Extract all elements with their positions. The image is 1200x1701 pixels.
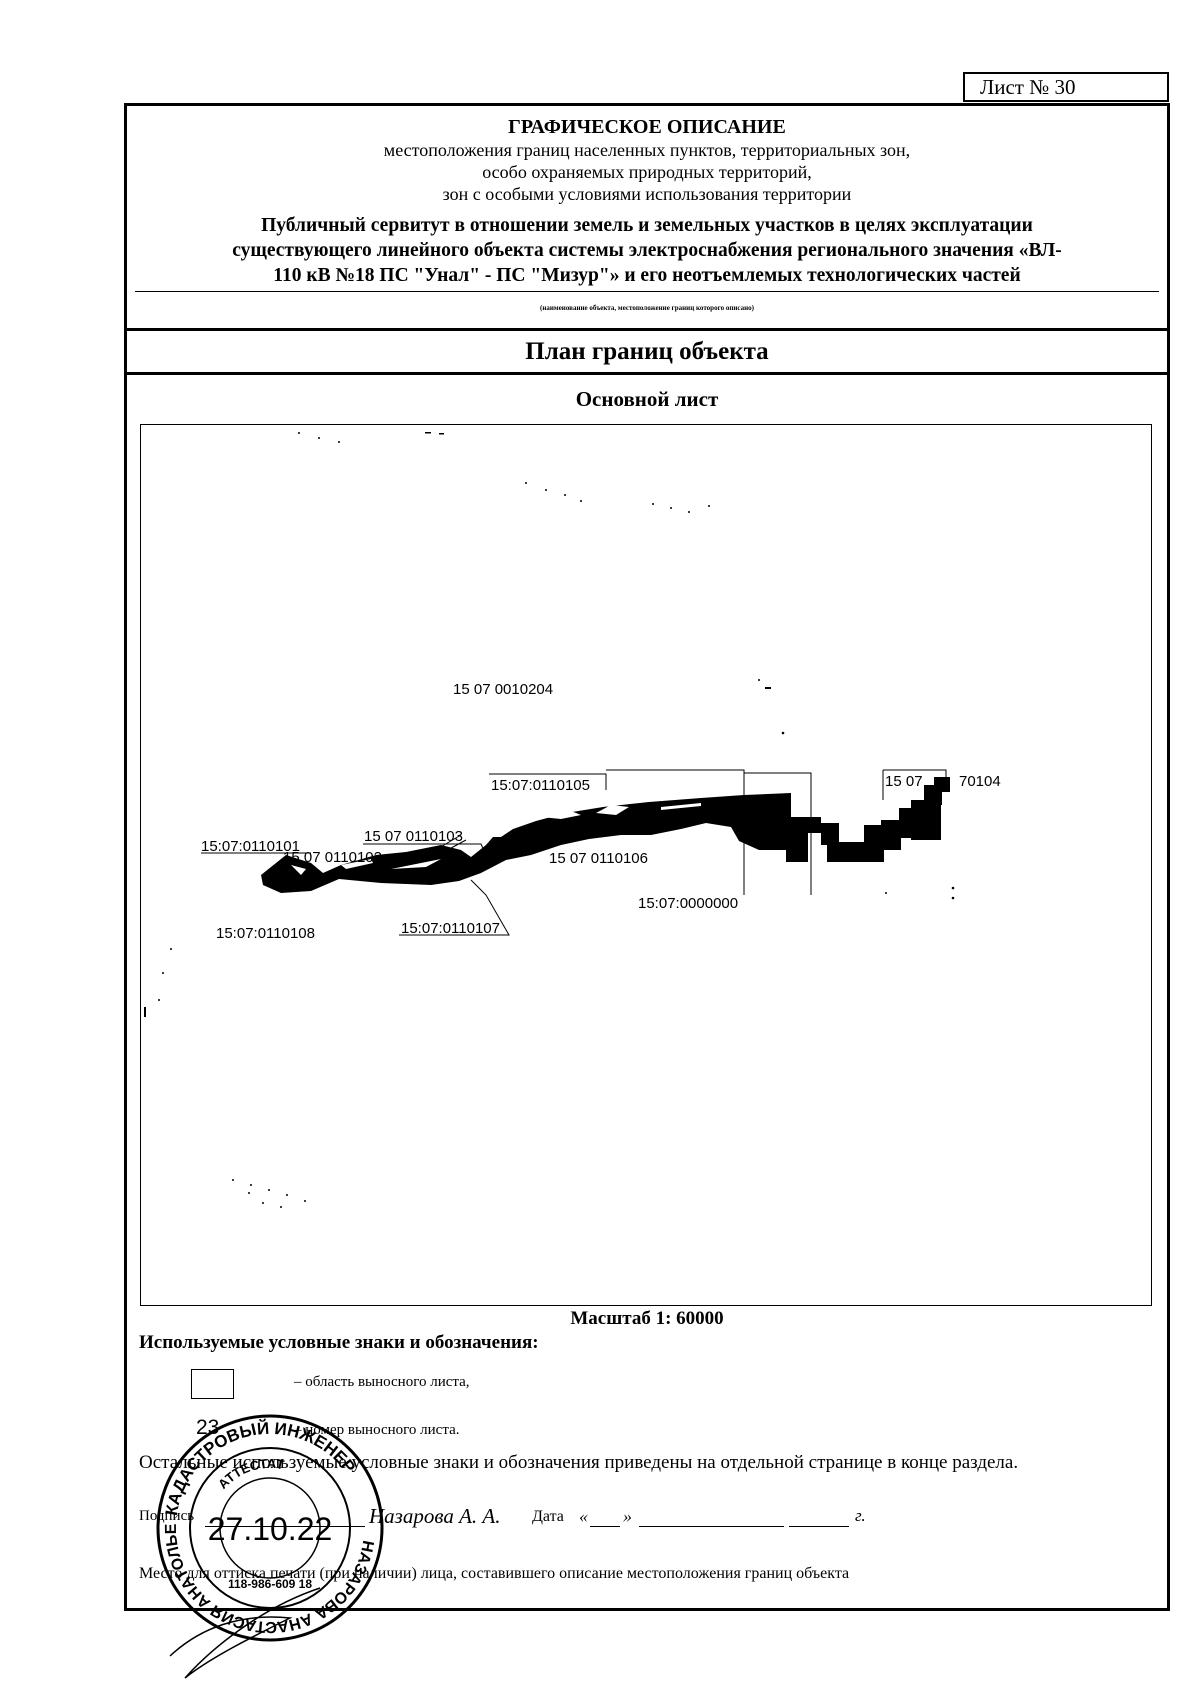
legend-box-desc: – область выносного листа,: [294, 1374, 470, 1390]
object-line-2: существующего линейного объекта системы …: [232, 240, 1062, 261]
signature-label: Подпись: [139, 1508, 195, 1524]
stamp-date: 27.10.22: [208, 1511, 333, 1547]
subtitle-line-2: особо охраняемых природных территорий,: [482, 162, 812, 182]
date-day-line: [590, 1526, 620, 1527]
main-sheet-label: Основной лист: [575, 387, 719, 411]
map-drawing: [144, 432, 955, 1208]
map-specks: [144, 432, 955, 1208]
legend-number-sample: 23: [196, 1416, 220, 1439]
plan-title: План границ объекта: [525, 338, 769, 365]
stamp-graphic: КАДАСТРОВЫЙ ИНЖЕНЕР НАЗАРОВА АНАСТАСИЯ А…: [144, 1375, 384, 1679]
sheet-number: Лист № 30: [963, 72, 1169, 102]
subtitle-line-1: местоположения границ населенных пунктов…: [383, 140, 911, 160]
map-thin-lines: [426, 793, 745, 895]
date-open-quote: «: [579, 1506, 588, 1526]
year-suffix: г.: [855, 1506, 866, 1525]
label-parcel-0010204: 15 07 0010204: [453, 681, 554, 698]
document-frame: ГРАФИЧЕСКОЕ ОПИСАНИЕ местоположения гран…: [124, 103, 1170, 1611]
signature-line: [205, 1526, 365, 1527]
label-parcel-0110104-b: 70104: [959, 773, 1001, 790]
object-underline: [135, 291, 1159, 292]
date-close-quote: »: [623, 1506, 632, 1526]
signer-name: Назарова А. А.: [369, 1504, 501, 1528]
divider-top: [127, 328, 1167, 331]
label-parcel-0110108: 15:07:0110108: [216, 925, 315, 942]
seal-place-note: Место для оттиска печати (при наличии) л…: [139, 1565, 850, 1582]
doc-title: ГРАФИЧЕСКОЕ ОПИСАНИЕ: [508, 116, 786, 138]
rest-note: Остальные используемые условные знаки и …: [139, 1452, 1019, 1473]
date-year-line: [789, 1526, 849, 1527]
legend-number-desc: – номер выносного листа.: [294, 1422, 460, 1438]
signature-stroke: [169, 1587, 321, 1679]
label-parcel-0110104-a: 15 07: [885, 773, 923, 790]
object-line-1: Публичный сервитут в отношении земель и …: [261, 215, 1033, 236]
label-parcel-0110107: 15:07:0110107: [401, 920, 500, 937]
legend-box-symbol: [191, 1369, 234, 1399]
label-parcel-0110103: 15 07 0110103: [364, 828, 463, 845]
label-parcel-0000000: 15:07:0000000: [638, 895, 739, 912]
label-parcel-0110106: 15 07 0110106: [549, 850, 648, 867]
scale-label: Масштаб 1: 60000: [570, 1308, 724, 1329]
label-parcel-0110101: 15:07:0110101: [201, 838, 300, 855]
stamp-reg-number: 118-986-609 18: [228, 1577, 312, 1591]
object-caption: (наименование объекта, местоположение гр…: [540, 304, 754, 312]
label-parcel-0110102: 15 07 0110102: [283, 849, 382, 866]
object-line-3: 110 кВ №18 ПС "Унал" - ПС "Мизур"» и его…: [273, 265, 1021, 286]
label-parcel-0110105: 15:07:0110105: [491, 777, 590, 794]
legend-title: Используемые условные знаки и обозначени…: [139, 1332, 539, 1353]
divider-bottom: [127, 372, 1167, 375]
official-stamp: КАДАСТРОВЫЙ ИНЖЕНЕР НАЗАРОВА АНАСТАСИЯ А…: [144, 1375, 390, 1701]
date-label: Дата: [532, 1508, 564, 1525]
map-area[interactable]: 15 07 0010204 15:07:0110105 15 07 70104 …: [140, 424, 1152, 1306]
subtitle-line-3: зон с особыми условиями использования те…: [442, 184, 852, 204]
map-shape-highlights: [291, 803, 701, 875]
date-month-line: [639, 1526, 784, 1527]
